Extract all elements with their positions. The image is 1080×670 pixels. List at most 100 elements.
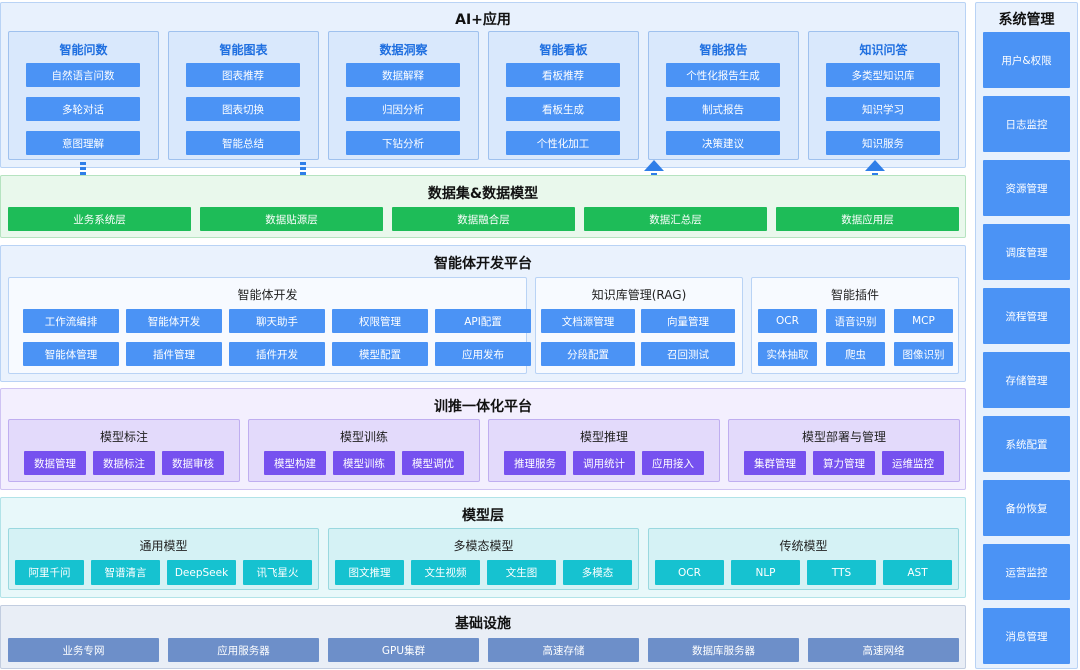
agent-feature-button[interactable]: 实体抽取 [758,342,817,366]
model-item-button[interactable]: 文生图 [487,560,556,585]
model-item-button[interactable]: AST [883,560,952,585]
infrastructure-item[interactable]: 高速网络 [808,638,959,662]
agent-feature-button[interactable]: 模型配置 [332,342,428,366]
agent-feature-button[interactable]: OCR [758,309,817,333]
agent-feature-button[interactable]: 权限管理 [332,309,428,333]
data-layer-item[interactable]: 数据应用层 [776,207,959,231]
app-feature-button[interactable]: 个性化报告生成 [666,63,780,87]
agent-feature-button[interactable]: 智能体开发 [126,309,222,333]
data-layer-item[interactable]: 业务系统层 [8,207,191,231]
app-feature-button[interactable]: 知识学习 [826,97,940,121]
agent-feature-button[interactable]: 分段配置 [541,342,635,366]
model-item-button[interactable]: OCR [655,560,724,585]
app-feature-button[interactable]: 意图理解 [26,131,140,155]
training-feature-button[interactable]: 数据审核 [162,451,224,475]
agent-feature-button[interactable]: 聊天助手 [229,309,325,333]
training-feature-button[interactable]: 模型构建 [264,451,326,475]
training-feature-button[interactable]: 集群管理 [744,451,806,475]
model-item-button[interactable]: 阿里千问 [15,560,84,585]
data-layer-title: 数据集&数据模型 [427,186,539,202]
app-feature-button[interactable]: 看板推荐 [506,63,620,87]
training-panel-title: 模型标注 [99,430,148,444]
training-feature-button[interactable]: 应用接入 [642,451,704,475]
infrastructure-item[interactable]: 数据库服务器 [648,638,799,662]
app-feature-button[interactable]: 多轮对话 [26,97,140,121]
app-feature-button[interactable]: 下钻分析 [346,131,460,155]
infrastructure-item[interactable]: 高速存储 [488,638,639,662]
system-management-title: 系统管理 [998,12,1055,28]
data-layer-item[interactable]: 数据贴源层 [200,207,383,231]
app-feature-button[interactable]: 自然语言问数 [26,63,140,87]
app-layer-title: AI+应用 [455,12,511,28]
app-feature-button[interactable]: 制式报告 [666,97,780,121]
system-management-item[interactable]: 日志监控 [983,96,1070,152]
training-feature-button[interactable]: 模型调优 [402,451,464,475]
app-feature-button[interactable]: 数据解释 [346,63,460,87]
data-layer-item[interactable]: 数据汇总层 [584,207,767,231]
app-feature-button[interactable]: 知识服务 [826,131,940,155]
model-item-button[interactable]: 讯飞星火 [243,560,312,585]
system-management-item[interactable]: 系统配置 [983,416,1070,472]
data-layer-item[interactable]: 数据融合层 [392,207,575,231]
agent-feature-button[interactable]: 工作流编排 [23,309,119,333]
train-layer-title: 训推一体化平台 [434,399,532,415]
system-management-item[interactable]: 用户&权限 [983,32,1070,88]
agent-feature-button[interactable]: 召回测试 [641,342,735,366]
agent-feature-button[interactable]: 文档源管理 [541,309,635,333]
training-feature-button[interactable]: 数据管理 [24,451,86,475]
training-panel-title: 模型推理 [579,430,628,444]
system-management-item[interactable]: 资源管理 [983,160,1070,216]
agent-feature-button[interactable]: 智能体管理 [23,342,119,366]
model-item-button[interactable]: 多模态 [563,560,632,585]
model-panel-title: 多模态模型 [453,539,514,553]
model-item-button[interactable]: TTS [807,560,876,585]
infrastructure-item[interactable]: 应用服务器 [168,638,319,662]
app-layer: AI+应用 [0,2,966,168]
infrastructure-item[interactable]: 业务专网 [8,638,159,662]
system-management-item[interactable]: 消息管理 [983,608,1070,664]
agent-panel-title: 知识库管理(RAG) [591,288,687,302]
training-feature-button[interactable]: 运维监控 [882,451,944,475]
app-feature-button[interactable]: 智能总结 [186,131,300,155]
app-column-title: 智能看板 [539,43,588,57]
agent-panel-title: 智能体开发 [237,288,298,302]
infrastructure-item[interactable]: GPU集群 [328,638,479,662]
model-item-button[interactable]: 文生视频 [411,560,480,585]
agent-feature-button[interactable]: 应用发布 [435,342,531,366]
training-panel-title: 模型训练 [339,430,388,444]
model-panel-title: 传统模型 [779,539,828,553]
model-item-button[interactable]: 图文推理 [335,560,404,585]
agent-feature-button[interactable]: 语音识别 [826,309,885,333]
system-management-item[interactable]: 流程管理 [983,288,1070,344]
training-feature-button[interactable]: 模型训练 [333,451,395,475]
model-item-button[interactable]: DeepSeek [167,560,236,585]
training-panel-title: 模型部署与管理 [801,430,886,444]
app-feature-button[interactable]: 图表切换 [186,97,300,121]
app-feature-button[interactable]: 多类型知识库 [826,63,940,87]
system-management-item[interactable]: 调度管理 [983,224,1070,280]
system-management-item[interactable]: 存储管理 [983,352,1070,408]
agent-feature-button[interactable]: 图像识别 [894,342,953,366]
training-feature-button[interactable]: 推理服务 [504,451,566,475]
app-feature-button[interactable]: 归因分析 [346,97,460,121]
app-feature-button[interactable]: 看板生成 [506,97,620,121]
agent-layer-title: 智能体开发平台 [434,256,532,272]
agent-feature-button[interactable]: 插件管理 [126,342,222,366]
agent-feature-button[interactable]: 向量管理 [641,309,735,333]
model-item-button[interactable]: 智谱清言 [91,560,160,585]
agent-feature-button[interactable]: 爬虫 [826,342,885,366]
app-feature-button[interactable]: 个性化加工 [506,131,620,155]
infra-layer-title: 基础设施 [455,616,511,632]
training-feature-button[interactable]: 数据标注 [93,451,155,475]
system-management-item[interactable]: 运营监控 [983,544,1070,600]
app-feature-button[interactable]: 图表推荐 [186,63,300,87]
model-item-button[interactable]: NLP [731,560,800,585]
agent-feature-button[interactable]: 插件开发 [229,342,325,366]
training-feature-button[interactable]: 算力管理 [813,451,875,475]
app-feature-button[interactable]: 决策建议 [666,131,780,155]
agent-feature-button[interactable]: MCP [894,309,953,333]
training-feature-button[interactable]: 调用统计 [573,451,635,475]
system-management-item[interactable]: 备份恢复 [983,480,1070,536]
model-panel-title: 通用模型 [139,539,188,553]
agent-feature-button[interactable]: API配置 [435,309,531,333]
